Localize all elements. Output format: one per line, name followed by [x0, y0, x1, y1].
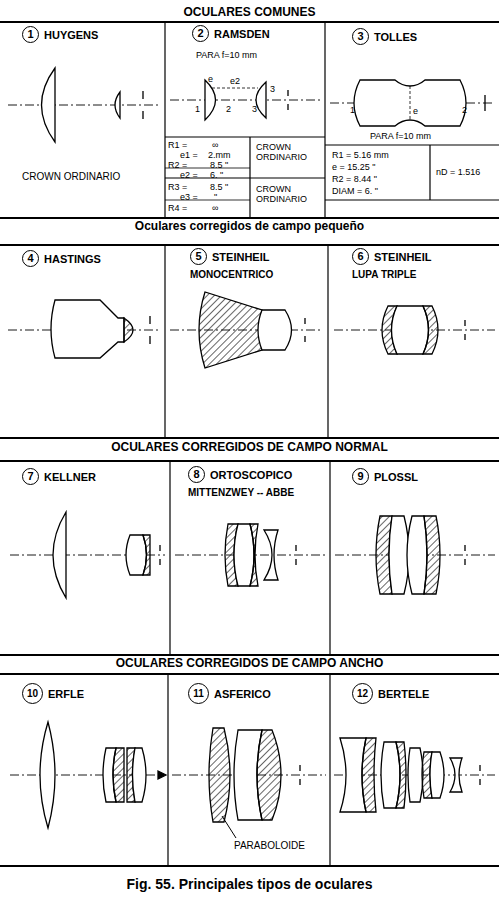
spec-label: "	[214, 192, 217, 202]
section-heading: OCULARES CORREGIDOS DE CAMPO ANCHO	[0, 656, 499, 670]
spec-label: e1 =	[180, 150, 198, 160]
glass-note: CROWN ORDINARIO	[256, 142, 322, 162]
spec-label: R2 = 8.44 "	[332, 174, 377, 184]
eyepiece-name: STEINHEIL	[374, 251, 431, 263]
eyepiece-subtitle: MONOCENTRICO	[190, 269, 273, 280]
spec-label: PARA f=10 mm	[370, 131, 431, 141]
spec-label: R3 =	[168, 182, 187, 192]
eyepiece-name: RAMSDEN	[214, 28, 270, 40]
glass-note: CROWN ORDINARIO	[256, 184, 322, 204]
panel-header: 6 STEINHEIL	[352, 248, 431, 265]
panel-header: 4 HASTINGS	[22, 250, 101, 267]
section-band: OCULARES CORREGIDOS DE CAMPO NORMAL 7 KELL…	[0, 438, 499, 655]
spec-label: ∞	[212, 203, 218, 213]
spec-label: 1	[195, 104, 200, 114]
eyepiece-name: HUYGENS	[44, 29, 98, 41]
section-band: OCULARES COMUNES 1 HUYGENS 2 RAMSDEN 3 TOLLES	[0, 0, 499, 218]
eyepiece-panel: 12 BERTELE	[352, 683, 429, 704]
eyepiece-panel: 4 HASTINGS	[22, 250, 101, 267]
spec-label: DIAM = 6. "	[332, 186, 378, 196]
spec-label: ∞	[212, 140, 218, 150]
section-band: OCULARES CORREGIDOS DE CAMPO ANCHO 10 ERFL…	[0, 655, 499, 866]
callout-number: 9	[352, 468, 369, 485]
callout-number: 3	[352, 28, 369, 45]
section-heading: OCULARES COMUNES	[0, 5, 499, 19]
spec-label: nD = 1.516	[436, 167, 480, 177]
panel-header: 11 ASFERICO	[188, 683, 271, 704]
spec-label: R1 = 5.16 mm	[332, 150, 389, 160]
figure-caption: Fig. 55. Principales tipos de oculares	[0, 876, 499, 892]
eyepiece-panel: 6 STEINHEIL LUPA TRIPLE	[352, 248, 431, 280]
panel-header: 8 ORTOSCOPICO	[188, 466, 294, 483]
callout-number: 4	[22, 250, 39, 267]
callout-number: 2	[192, 25, 209, 42]
eyepiece-name: TOLLES	[374, 31, 417, 43]
section-heading: OCULARES CORREGIDOS DE CAMPO NORMAL	[0, 440, 499, 454]
callout-number: 6	[352, 248, 369, 265]
section-heading: Oculares corregidos de campo pequeño	[0, 219, 499, 233]
spec-label: 2.mm	[208, 150, 231, 160]
spec-label: 2	[226, 104, 231, 114]
panel-header: 10 ERFLE	[22, 683, 84, 704]
spec-label: R4 =	[168, 203, 187, 213]
eyepiece-panel: 5 STEINHEIL MONOCENTRICO	[190, 248, 273, 280]
eyepiece-panel: 3 TOLLES	[352, 28, 417, 45]
eyepiece-panel: 9 PLOSSL	[352, 468, 418, 485]
panel-header: 7 KELLNER	[22, 468, 96, 485]
panel-header: 9 PLOSSL	[352, 468, 418, 485]
spec-label: 1	[350, 105, 355, 115]
section-band: Oculares corregidos de campo pequeño 4 HAS…	[0, 218, 499, 438]
spec-label: 6. "	[210, 170, 223, 180]
spec-label: PARABOLOIDE	[234, 841, 305, 851]
eyepiece-name: ORTOSCOPICO	[210, 469, 292, 481]
spec-label: 8.5 "	[210, 182, 228, 192]
eyepiece-subtitle: MITTENZWEY -- ABBE	[188, 487, 294, 498]
panel-header: 5 STEINHEIL	[190, 248, 273, 265]
eyepiece-panel: 7 KELLNER	[22, 468, 96, 485]
spec-label: e	[208, 74, 213, 84]
callout-number: 5	[190, 248, 207, 265]
eyepiece-panel: 8 ORTOSCOPICO MITTENZWEY -- ABBE	[188, 466, 294, 498]
spec-label: 3	[252, 104, 257, 114]
eyepiece-panel: 11 ASFERICO	[188, 683, 271, 704]
spec-label: e3 =	[180, 192, 198, 202]
panel-header: 1 HUYGENS	[22, 26, 98, 43]
spec-label: e2 =	[180, 170, 198, 180]
eyepiece-name: ASFERICO	[214, 688, 271, 700]
spec-label: e = 15.25 "	[332, 162, 375, 172]
spec-label: 8.5 "	[210, 160, 228, 170]
eyepiece-name: KELLNER	[44, 471, 96, 483]
spec-label: 2	[462, 105, 467, 115]
panel-header: 3 TOLLES	[352, 28, 417, 45]
eyepiece-subtitle: LUPA TRIPLE	[352, 269, 431, 280]
eyepiece-name: PLOSSL	[374, 471, 418, 483]
callout-number: 11	[188, 683, 209, 704]
panel-header: 12 BERTELE	[352, 683, 429, 704]
spec-label: R1 =	[168, 140, 187, 150]
spec-label: PARA f=10 mm	[196, 50, 257, 60]
eyepiece-name: BERTELE	[378, 688, 429, 700]
eyepiece-panel: 1 HUYGENS	[22, 26, 98, 43]
spec-label: 3	[270, 84, 275, 94]
eyepiece-name: HASTINGS	[44, 253, 101, 265]
spec-label: CROWN ORDINARIO	[22, 172, 120, 182]
panel-header: 2 RAMSDEN	[192, 25, 270, 42]
callout-number: 7	[22, 468, 39, 485]
callout-number: 10	[22, 683, 43, 704]
spec-label: e	[413, 106, 418, 116]
eyepiece-name: ERFLE	[48, 688, 84, 700]
callout-number: 12	[352, 683, 373, 704]
callout-number: 1	[22, 26, 39, 43]
spec-label: R2 =	[168, 160, 187, 170]
eyepiece-name: STEINHEIL	[212, 251, 269, 263]
eyepiece-panel: 2 RAMSDEN	[192, 25, 270, 42]
eyepiece-panel: 10 ERFLE	[22, 683, 84, 704]
spec-label: e2	[230, 76, 240, 86]
callout-number: 8	[188, 466, 205, 483]
